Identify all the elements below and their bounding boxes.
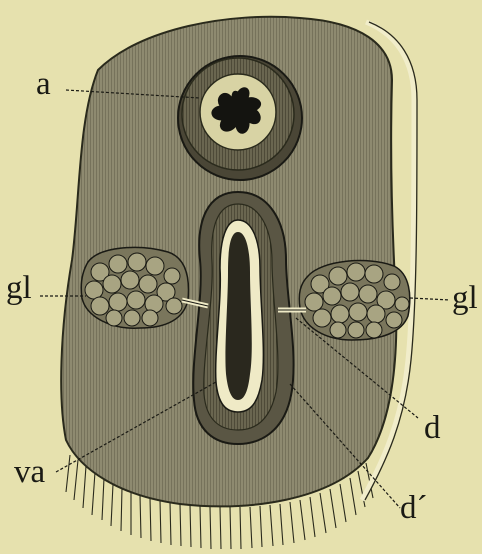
leader-gl-right [410,298,450,300]
vagina-structure [193,192,293,444]
label-a: a [36,68,51,101]
label-d-prime: d´ [400,492,428,525]
anus-structure [178,56,302,180]
label-va: va [14,456,45,489]
label-d: d [424,412,441,445]
label-gl-right: gl [452,282,478,315]
label-gl-left: gl [6,272,32,305]
